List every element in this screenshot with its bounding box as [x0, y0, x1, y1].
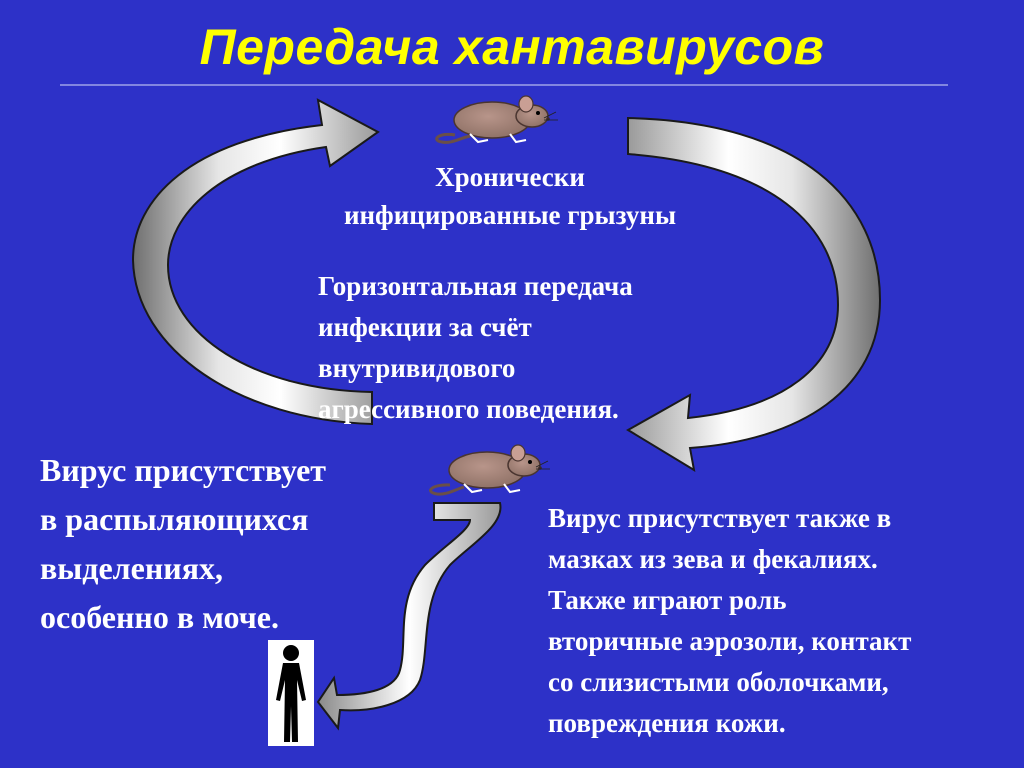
- left-note: Вирус присутствует в распыляющихся выдел…: [40, 446, 326, 642]
- left-note-line: в распыляющихся: [40, 501, 309, 537]
- horizontal-text-line: внутривидового: [318, 353, 516, 383]
- right-note-line: Также играют роль: [548, 585, 787, 615]
- rodents-label: Хронически инфицированные грызуны: [290, 158, 730, 234]
- arrow-left-curve: [131, 98, 380, 426]
- horizontal-text-line: агрессивного поведения.: [318, 394, 619, 424]
- rodent-bottom-icon: [429, 444, 550, 496]
- right-note-line: мазках из зева и фекалиях.: [548, 544, 878, 574]
- right-note: Вирус присутствует также в мазках из зев…: [548, 498, 911, 744]
- right-note-line: повреждения кожи.: [548, 708, 786, 738]
- right-note-line: Вирус присутствует также в: [548, 503, 892, 533]
- left-note-line: выделениях,: [40, 550, 223, 586]
- human-icon: [268, 640, 314, 746]
- rodents-label-line: инфицированные грызуны: [343, 200, 677, 230]
- horizontal-text-line: Горизонтальная передача: [318, 271, 633, 301]
- left-note-line: Вирус присутствует: [40, 452, 326, 488]
- left-note-line: особенно в моче.: [40, 599, 279, 635]
- page-title: Передача хантавирусов: [199, 19, 825, 75]
- arrow-s-curve: [316, 502, 502, 731]
- rodent-top-icon: [435, 95, 558, 144]
- right-note-line: со слизистыми оболочками,: [548, 667, 889, 697]
- horizontal-transmission-text: Горизонтальная передача инфекции за счёт…: [318, 266, 633, 430]
- arrow-right-curve: [626, 116, 882, 473]
- horizontal-text-line: инфекции за счёт: [318, 312, 532, 342]
- right-note-line: вторичные аэрозоли, контакт: [548, 626, 912, 656]
- rodents-label-line: Хронически: [435, 162, 585, 192]
